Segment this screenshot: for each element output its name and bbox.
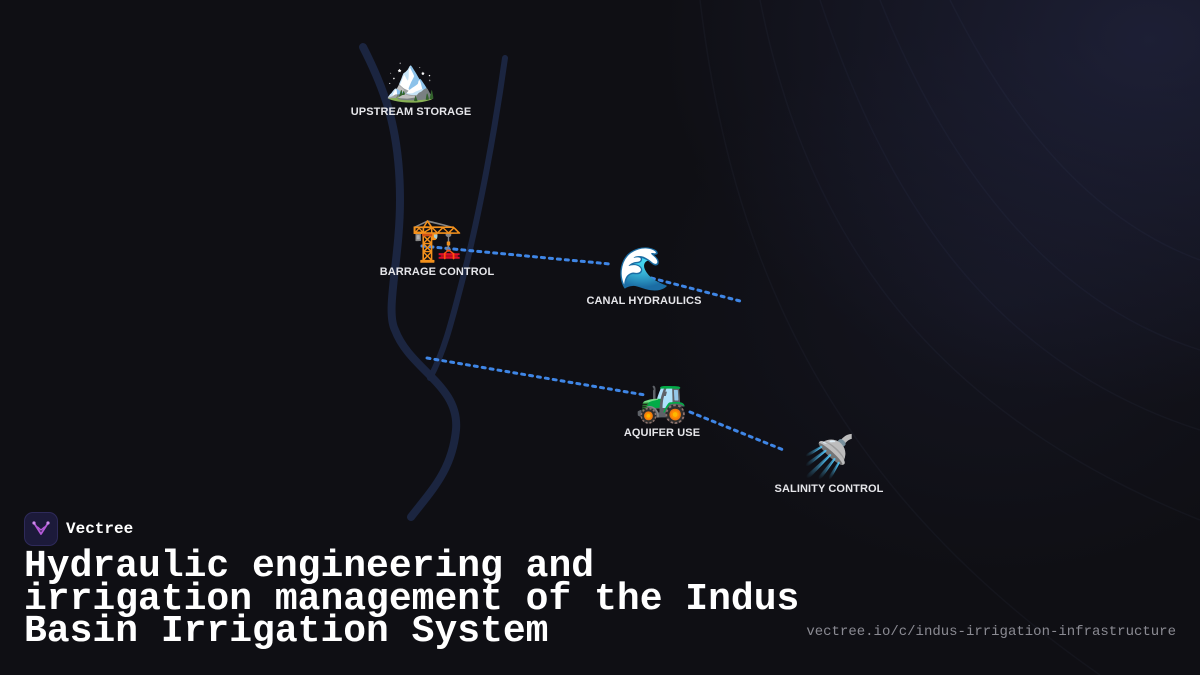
node-label: CANAL HYDRAULICS [586, 295, 702, 307]
tractor-icon: 🚜 [635, 376, 689, 425]
node-salinity-control: 🚿 SALINITY CONTROL [774, 432, 884, 496]
node-label: UPSTREAM STORAGE [350, 106, 472, 118]
river-channel-west [359, 43, 461, 521]
water-wave-icon: 🌊 [617, 244, 671, 293]
node-upstream-storage: 🏔️ UPSTREAM STORAGE [350, 55, 472, 119]
node-label: BARRAGE CONTROL [379, 266, 495, 278]
node-aquifer-use: 🚜 AQUIFER USE [623, 376, 701, 440]
brand-name: Vectree [66, 520, 134, 538]
vectree-logo-icon [24, 512, 58, 546]
connector-barrage-canal [420, 244, 612, 266]
node-label: AQUIFER USE [623, 427, 701, 439]
construction-crane-icon: 🏗️ [410, 215, 464, 264]
connector-canal-outflow [634, 272, 742, 303]
shower-icon: 🚿 [802, 432, 856, 481]
brand: Vectree [24, 512, 133, 546]
node-canal-hydraulics: 🌊 CANAL HYDRAULICS [586, 244, 702, 308]
node-barrage-control: 🏗️ BARRAGE CONTROL [379, 215, 495, 279]
connector-river-aquifer [425, 356, 647, 397]
mountain-icon: 🏔️ [384, 55, 438, 104]
page-title: Hydraulic engineering and irrigation man… [24, 545, 800, 653]
river-channel-east [427, 55, 508, 381]
node-label: SALINITY CONTROL [774, 483, 884, 495]
connector-aquifer-salinity [688, 410, 788, 453]
source-url: vectree.io/c/indus-irrigation-infrastruc… [806, 624, 1176, 640]
